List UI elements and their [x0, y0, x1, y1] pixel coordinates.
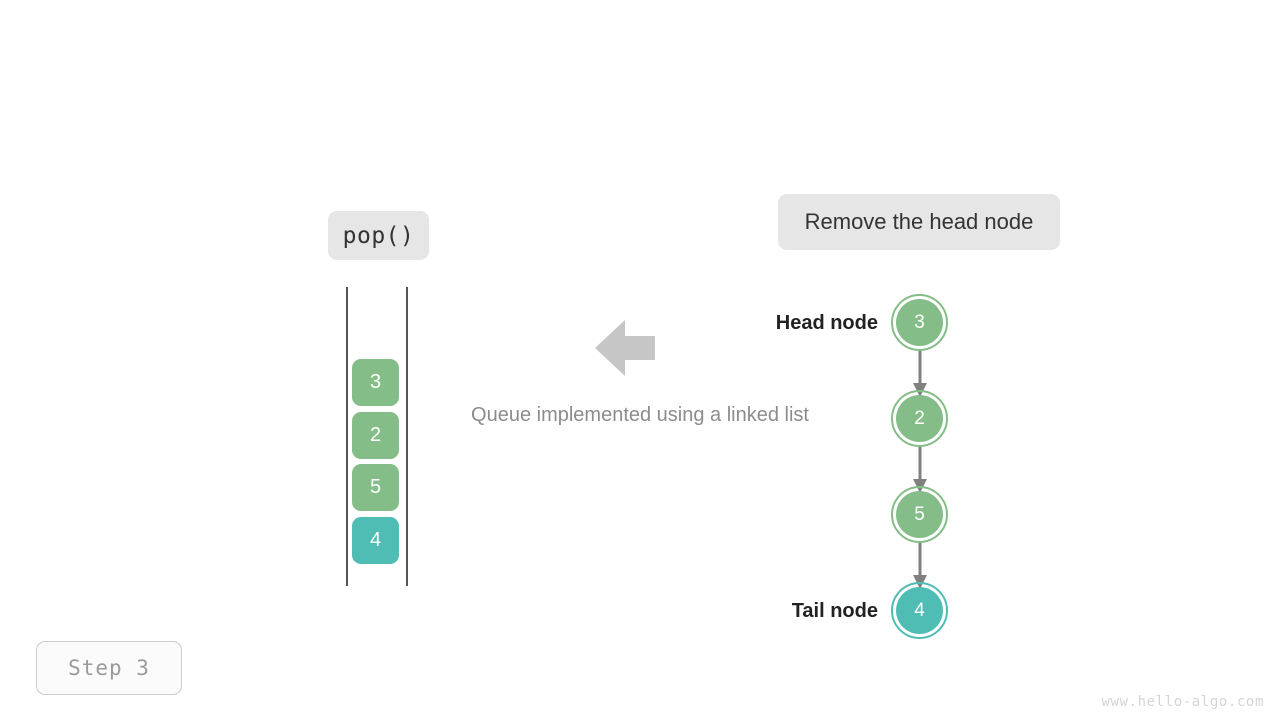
node-value: 3 — [896, 299, 943, 346]
linked-list-node: 5 — [891, 486, 948, 543]
action-label: Remove the head node — [778, 194, 1060, 250]
node-value: 4 — [896, 587, 943, 634]
linked-list-node: 4 — [891, 582, 948, 639]
queue-box: 4 — [352, 517, 399, 564]
left-arrow-icon — [595, 320, 655, 376]
watermark: www.hello-algo.com — [1101, 694, 1264, 710]
queue-rail-right — [406, 287, 408, 586]
linked-list-node: 3 — [891, 294, 948, 351]
queue-box: 5 — [352, 464, 399, 511]
node-value: 5 — [896, 491, 943, 538]
diagram-caption: Queue implemented using a linked list — [471, 404, 809, 426]
queue-box: 2 — [352, 412, 399, 459]
node-value: 2 — [896, 395, 943, 442]
queue-box: 3 — [352, 359, 399, 406]
head-node-tag: Head node — [775, 312, 878, 334]
step-badge: Step 3 — [36, 641, 182, 695]
tail-node-tag: Tail node — [791, 600, 878, 622]
queue-rail-left — [346, 287, 348, 586]
linked-list-node: 2 — [891, 390, 948, 447]
operation-label: pop() — [328, 211, 429, 260]
queue-container: 3 2 5 4 — [340, 283, 412, 589]
